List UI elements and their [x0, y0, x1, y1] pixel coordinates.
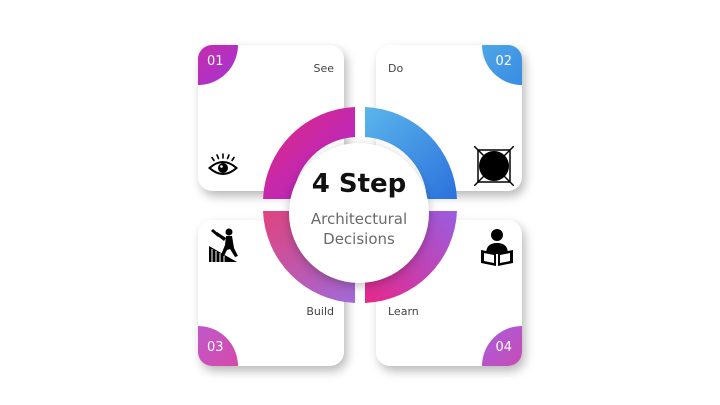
- step-label: See: [313, 62, 334, 75]
- target-icon: [473, 145, 515, 191]
- step-number: 02: [495, 54, 512, 69]
- step-number: 03: [207, 340, 224, 355]
- center-hub: 4 Step Architectural Decisions: [289, 143, 429, 283]
- step-label: Do: [388, 62, 404, 75]
- step-label: Learn: [388, 305, 419, 318]
- ring-segment-do: [365, 107, 457, 199]
- worker-icon: [207, 226, 241, 269]
- step-label: Build: [306, 305, 334, 318]
- center-subtitle-line2: Decisions: [323, 230, 395, 248]
- ring-segment-see: [263, 107, 355, 199]
- eye-icon: [207, 153, 239, 182]
- reader-icon: [480, 228, 514, 273]
- step-number: 04: [495, 340, 512, 355]
- step-number: 01: [207, 54, 224, 69]
- center-subtitle-line1: Architectural: [310, 210, 408, 228]
- center-subtitle: Architectural Decisions: [289, 209, 429, 249]
- center-title: 4 Step: [311, 169, 407, 199]
